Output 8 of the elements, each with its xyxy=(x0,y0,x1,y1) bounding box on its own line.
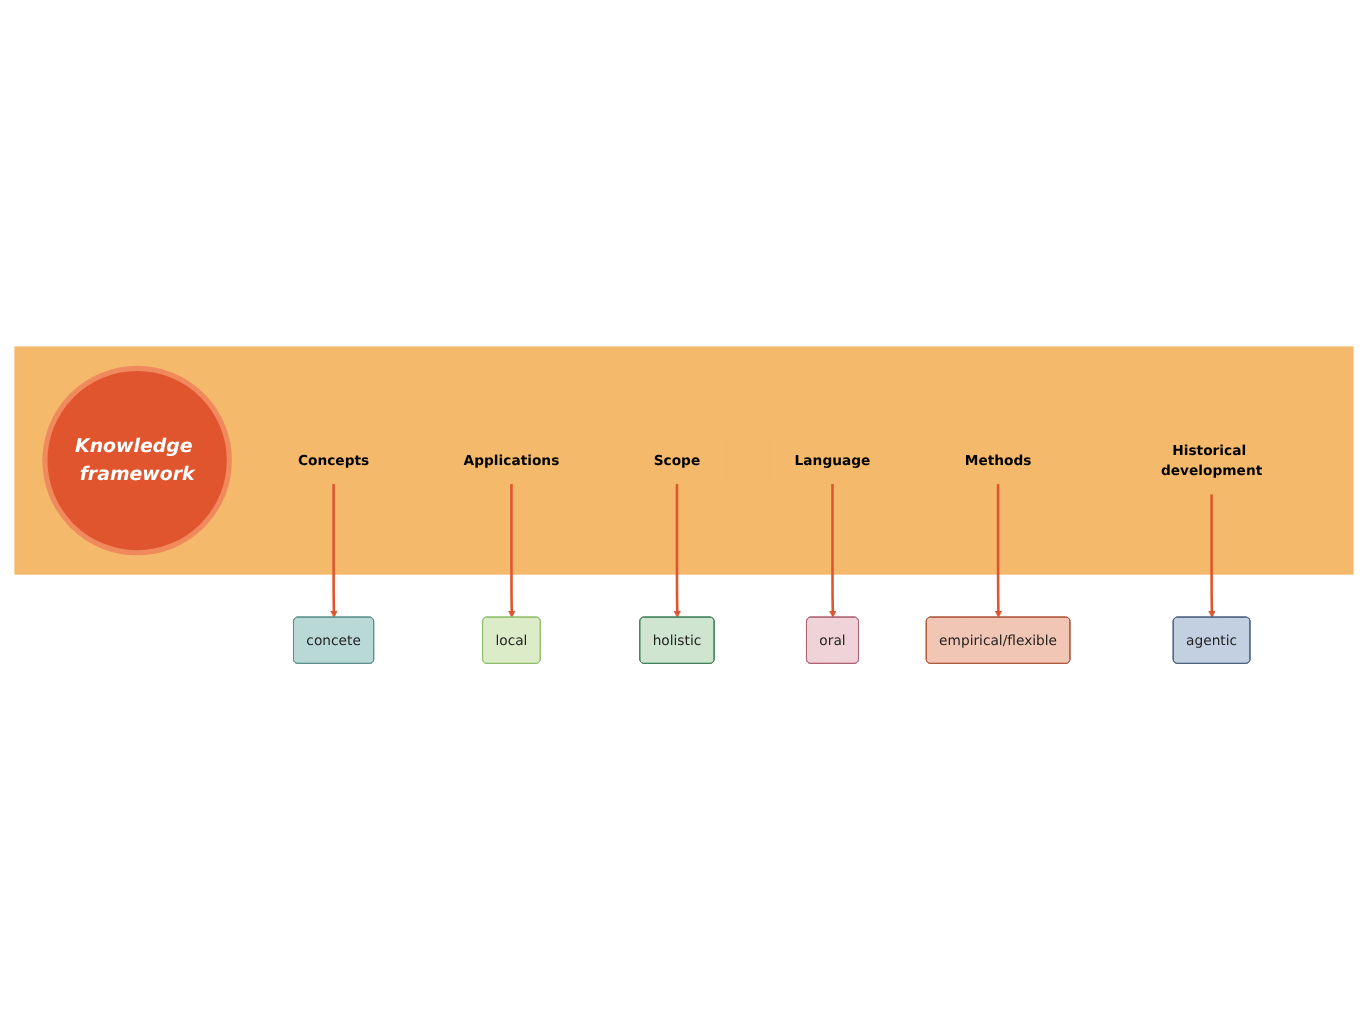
node-circle xyxy=(42,366,232,557)
arrow xyxy=(507,484,516,619)
arrow xyxy=(330,484,338,619)
arrow xyxy=(829,484,837,619)
arrow xyxy=(673,484,681,619)
cluster xyxy=(14,347,1354,576)
arrow xyxy=(1208,494,1216,619)
arrow xyxy=(994,484,1003,619)
